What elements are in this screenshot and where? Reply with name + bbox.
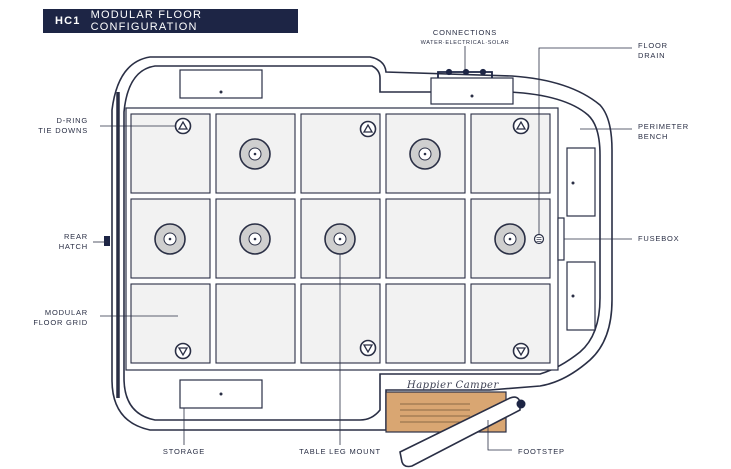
brand-logo: Happier Camper [407, 380, 499, 391]
leader-floor-drain [538, 47, 632, 234]
table-leg-mount [239, 223, 271, 255]
label-perimeter-bench-line2: BENCH [638, 132, 669, 141]
floor-drain-icon [533, 233, 545, 245]
table-leg-mount [239, 138, 271, 170]
open-door [399, 396, 526, 468]
leader-footstep [487, 420, 512, 451]
bench-storage-bottom [566, 261, 596, 331]
storage-box-top [179, 69, 263, 99]
floor-tile [470, 113, 551, 194]
label-storage: STORAGE [162, 447, 206, 456]
label-floor-drain-line1: FLOOR [638, 41, 668, 50]
camper-outline [111, 56, 613, 431]
label-rear-hatch-line2: HATCH [58, 242, 88, 251]
page-title: MODULAR FLOOR CONFIGURATION [90, 9, 203, 33]
floor-tile [215, 198, 296, 279]
storage-box-bottom [179, 379, 263, 409]
fusebox-panel [557, 217, 565, 261]
label-floor-drain-line2: DRAIN [638, 51, 666, 60]
floor-tile [130, 283, 211, 364]
label-connections-text: CONNECTIONS [432, 28, 498, 37]
label-rear-hatch: REAR HATCH [20, 232, 88, 252]
connection-ports [437, 68, 493, 78]
floor-tile [470, 283, 551, 364]
label-footstep: FOOTSTEP [518, 447, 565, 456]
label-table-leg-mount: TABLE LEG MOUNT [299, 447, 381, 456]
floor-tile [130, 198, 211, 279]
connections-box [430, 77, 514, 105]
label-connections-sub: WATER·ELECTRICAL·SOLAR [420, 40, 510, 46]
label-perimeter-bench-line1: PERIMETER [638, 122, 689, 131]
title-bar: HC1 MODULAR FLOOR CONFIGURATION [43, 9, 298, 33]
d-ring-icon [174, 342, 192, 360]
d-ring-icon [359, 120, 377, 138]
floor-tile [215, 283, 296, 364]
d-ring-tie-downs [174, 117, 530, 360]
label-floor-drain: FLOOR DRAIN [638, 41, 668, 61]
label-floor-grid-line2: FLOOR GRID [33, 318, 88, 327]
model-code: HC1 [55, 15, 81, 27]
label-connections: CONNECTIONS WATER·ELECTRICAL·SOLAR [405, 28, 525, 48]
table-leg-mount [409, 138, 441, 170]
label-fusebox: FUSEBOX [638, 234, 680, 243]
table-leg-mounts [154, 138, 526, 255]
floor-tile [385, 198, 466, 279]
label-d-ring-line1: D-RING [56, 116, 88, 125]
rear-hatch-handle[interactable] [104, 236, 110, 246]
label-d-ring: D-RING TIE DOWNS [20, 116, 88, 136]
d-ring-icon [512, 342, 530, 360]
floor-tile [130, 113, 211, 194]
d-ring-icon [174, 117, 192, 135]
d-ring-icon [512, 117, 530, 135]
label-d-ring-line2: TIE DOWNS [38, 126, 88, 135]
label-floor-grid-line1: MODULAR [44, 308, 88, 317]
camper-inner-outline [123, 65, 601, 421]
table-leg-mount [494, 223, 526, 255]
label-rear-hatch-line1: REAR [63, 232, 88, 241]
bench-storage-top [566, 147, 596, 217]
label-perimeter-bench: PERIMETER BENCH [638, 122, 689, 142]
table-leg-mount [154, 223, 186, 255]
table-leg-mount [324, 223, 356, 255]
floor-tile [385, 283, 466, 364]
d-ring-icon [359, 339, 377, 357]
label-modular-floor-grid: MODULAR FLOOR GRID [20, 308, 88, 328]
